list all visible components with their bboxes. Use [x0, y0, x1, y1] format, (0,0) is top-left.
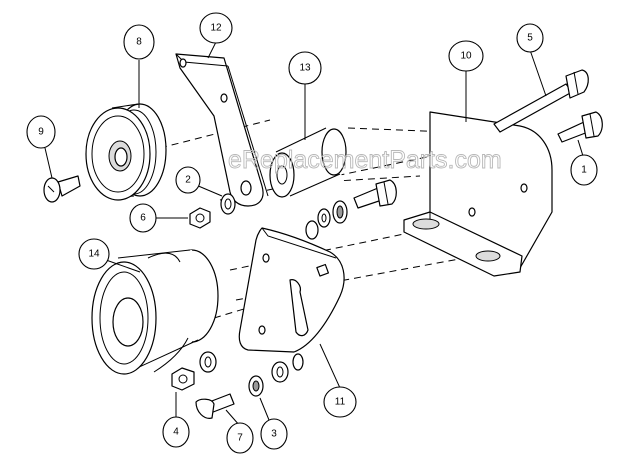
v-belt-pulley — [85, 103, 167, 201]
callout-11: 11 — [323, 386, 357, 418]
callout-8-label: 8 — [136, 37, 142, 48]
hex-nut-6 — [189, 207, 211, 229]
callout-6-label: 6 — [140, 213, 146, 224]
callout-11-label: 11 — [335, 397, 346, 408]
flat-washer-3b — [292, 353, 304, 371]
callout-12-label: 12 — [210, 23, 222, 34]
drum-roller — [91, 249, 219, 375]
lock-washer-3 — [248, 375, 264, 397]
callout-3-label: 3 — [271, 429, 277, 440]
mounting-bracket — [403, 111, 553, 277]
leader-lines — [44, 41, 584, 427]
callout-2: 2 — [175, 166, 201, 194]
hex-bolt-7 — [195, 393, 235, 419]
flat-washer-2 — [220, 193, 236, 215]
lock-washer — [332, 200, 348, 224]
callout-10: 10 — [448, 40, 484, 72]
callout-1: 1 — [570, 154, 598, 186]
callout-14-label: 14 — [88, 249, 100, 260]
hex-nut-4 — [171, 367, 195, 391]
hex-bolt — [353, 179, 397, 209]
callout-7-label: 7 — [237, 433, 243, 444]
callout-8: 8 — [123, 24, 155, 60]
short-bolt — [557, 111, 603, 143]
callout-13-label: 13 — [299, 63, 311, 74]
callout-3: 3 — [260, 418, 288, 450]
callout-7: 7 — [226, 422, 254, 454]
callout-6: 6 — [129, 203, 157, 233]
flat-washer-spacer — [305, 220, 319, 240]
callout-5-label: 5 — [527, 33, 533, 44]
flat-washer-lower — [199, 351, 217, 373]
callout-9: 9 — [26, 115, 56, 149]
adjuster-plate — [238, 227, 345, 353]
long-bolt — [493, 69, 589, 133]
callout-5: 5 — [516, 23, 544, 53]
watermark-text: eReplacementParts.com — [228, 146, 502, 174]
idler-arm — [175, 53, 269, 207]
callout-12: 12 — [199, 12, 233, 44]
callout-1-label: 1 — [581, 165, 587, 176]
flat-washer — [317, 208, 331, 228]
callout-4: 4 — [162, 416, 190, 448]
callout-4-label: 4 — [173, 427, 179, 438]
callout-10-label: 10 — [460, 51, 472, 62]
callout-14: 14 — [78, 238, 110, 270]
callout-13: 13 — [288, 51, 322, 85]
callout-9-label: 9 — [38, 127, 44, 138]
callout-2-label: 2 — [185, 175, 191, 186]
flat-head-screw — [43, 175, 81, 203]
spacer-tube — [269, 127, 347, 198]
flat-washer-3a — [271, 361, 289, 383]
